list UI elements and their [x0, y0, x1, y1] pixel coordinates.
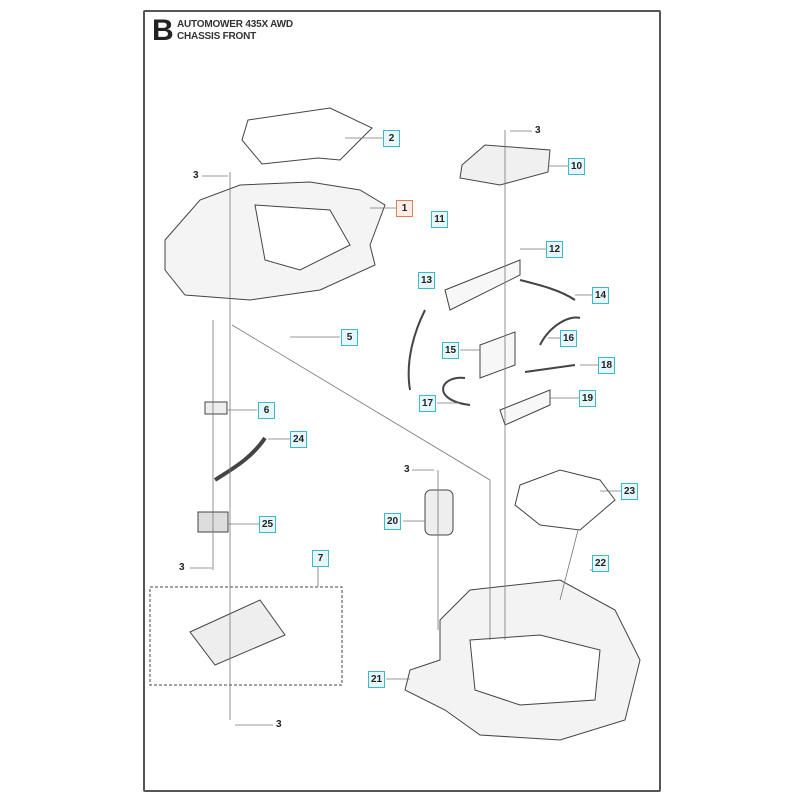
callout-17[interactable]: 17 — [419, 395, 437, 412]
section-letter: B — [152, 14, 174, 47]
callout-6[interactable]: 6 — [258, 402, 275, 419]
part-gasket — [241, 107, 373, 165]
callout-3[interactable]: 3 — [193, 170, 199, 181]
callout-1[interactable]: 1 — [396, 200, 413, 217]
callout-22[interactable]: 22 — [592, 555, 610, 572]
callout-25[interactable]: 25 — [259, 516, 277, 533]
part-gasket-23 — [514, 469, 616, 531]
dashed-assembly-box — [149, 586, 343, 686]
callout-13[interactable]: 13 — [418, 272, 436, 289]
callout-20[interactable]: 20 — [384, 513, 402, 530]
callout-21[interactable]: 21 — [368, 671, 386, 688]
callout-11[interactable]: 11 — [431, 211, 448, 228]
callout-3[interactable]: 3 — [179, 562, 185, 573]
callout-2[interactable]: 2 — [383, 130, 400, 147]
diagram-frame — [143, 10, 661, 792]
callout-19[interactable]: 19 — [579, 390, 597, 407]
title-line-1: AUTOMOWER 435X AWD — [177, 19, 293, 30]
callout-15[interactable]: 15 — [442, 342, 460, 359]
callout-24[interactable]: 24 — [290, 431, 308, 448]
callout-3[interactable]: 3 — [535, 125, 541, 136]
callout-12[interactable]: 12 — [546, 241, 564, 258]
callout-3[interactable]: 3 — [404, 464, 410, 475]
callout-14[interactable]: 14 — [592, 287, 610, 304]
callout-16[interactable]: 16 — [560, 330, 578, 347]
callout-10[interactable]: 10 — [568, 158, 586, 175]
callout-23[interactable]: 23 — [621, 483, 639, 500]
title-line-2: CHASSIS FRONT — [177, 31, 257, 42]
callout-5[interactable]: 5 — [341, 329, 358, 346]
part-bellows — [424, 489, 454, 536]
callout-18[interactable]: 18 — [598, 357, 616, 374]
callout-3[interactable]: 3 — [276, 719, 282, 730]
callout-7[interactable]: 7 — [312, 550, 329, 567]
